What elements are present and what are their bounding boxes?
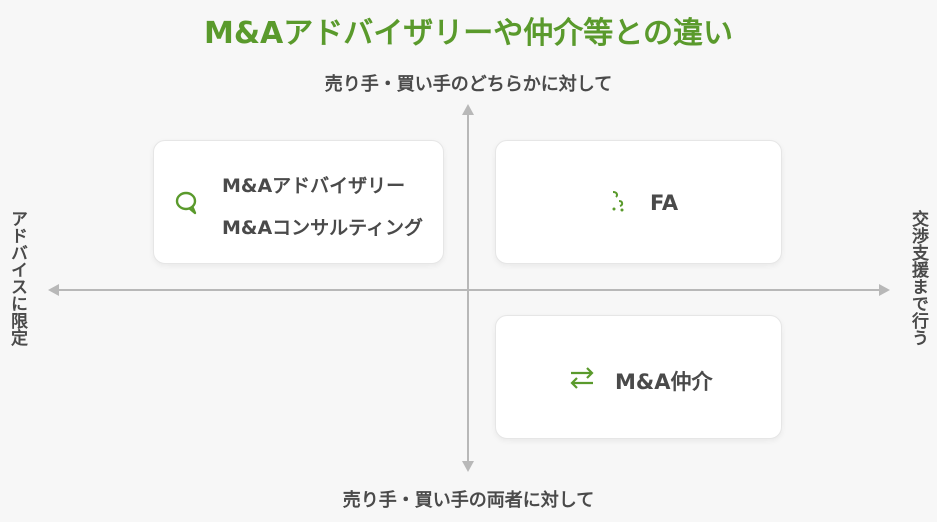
arrowhead-down <box>462 461 474 472</box>
arrowhead-left <box>48 284 59 296</box>
card-advisory: M&Aアドバイザリー M&Aコンサルティング <box>153 140 444 264</box>
arrowhead-up <box>462 104 474 115</box>
advisory-item-2: M&Aコンサルティング <box>222 217 424 239</box>
card-fa: FA <box>495 140 782 264</box>
chat-bubble-icon <box>174 190 200 220</box>
axis-label-left: アドバイスに限定 <box>7 210 27 346</box>
exchange-arrows-icon <box>568 367 596 393</box>
axis-label-top: 売り手・買い手のどちらかに対して <box>324 74 613 95</box>
fa-label: FA <box>650 191 679 215</box>
sparkle-icon <box>609 189 629 217</box>
arrowhead-right <box>879 284 890 296</box>
page-title: M&Aアドバイザリーや仲介等との違い <box>204 16 733 51</box>
card-intermediary: M&A仲介 <box>495 315 782 439</box>
intermediary-label: M&A仲介 <box>615 370 713 394</box>
advisory-item-1: M&Aアドバイザリー <box>222 175 406 197</box>
axis-label-right: 交渉支援まで行う <box>908 210 928 346</box>
axis-label-bottom: 売り手・買い手の両者に対して <box>342 490 595 511</box>
